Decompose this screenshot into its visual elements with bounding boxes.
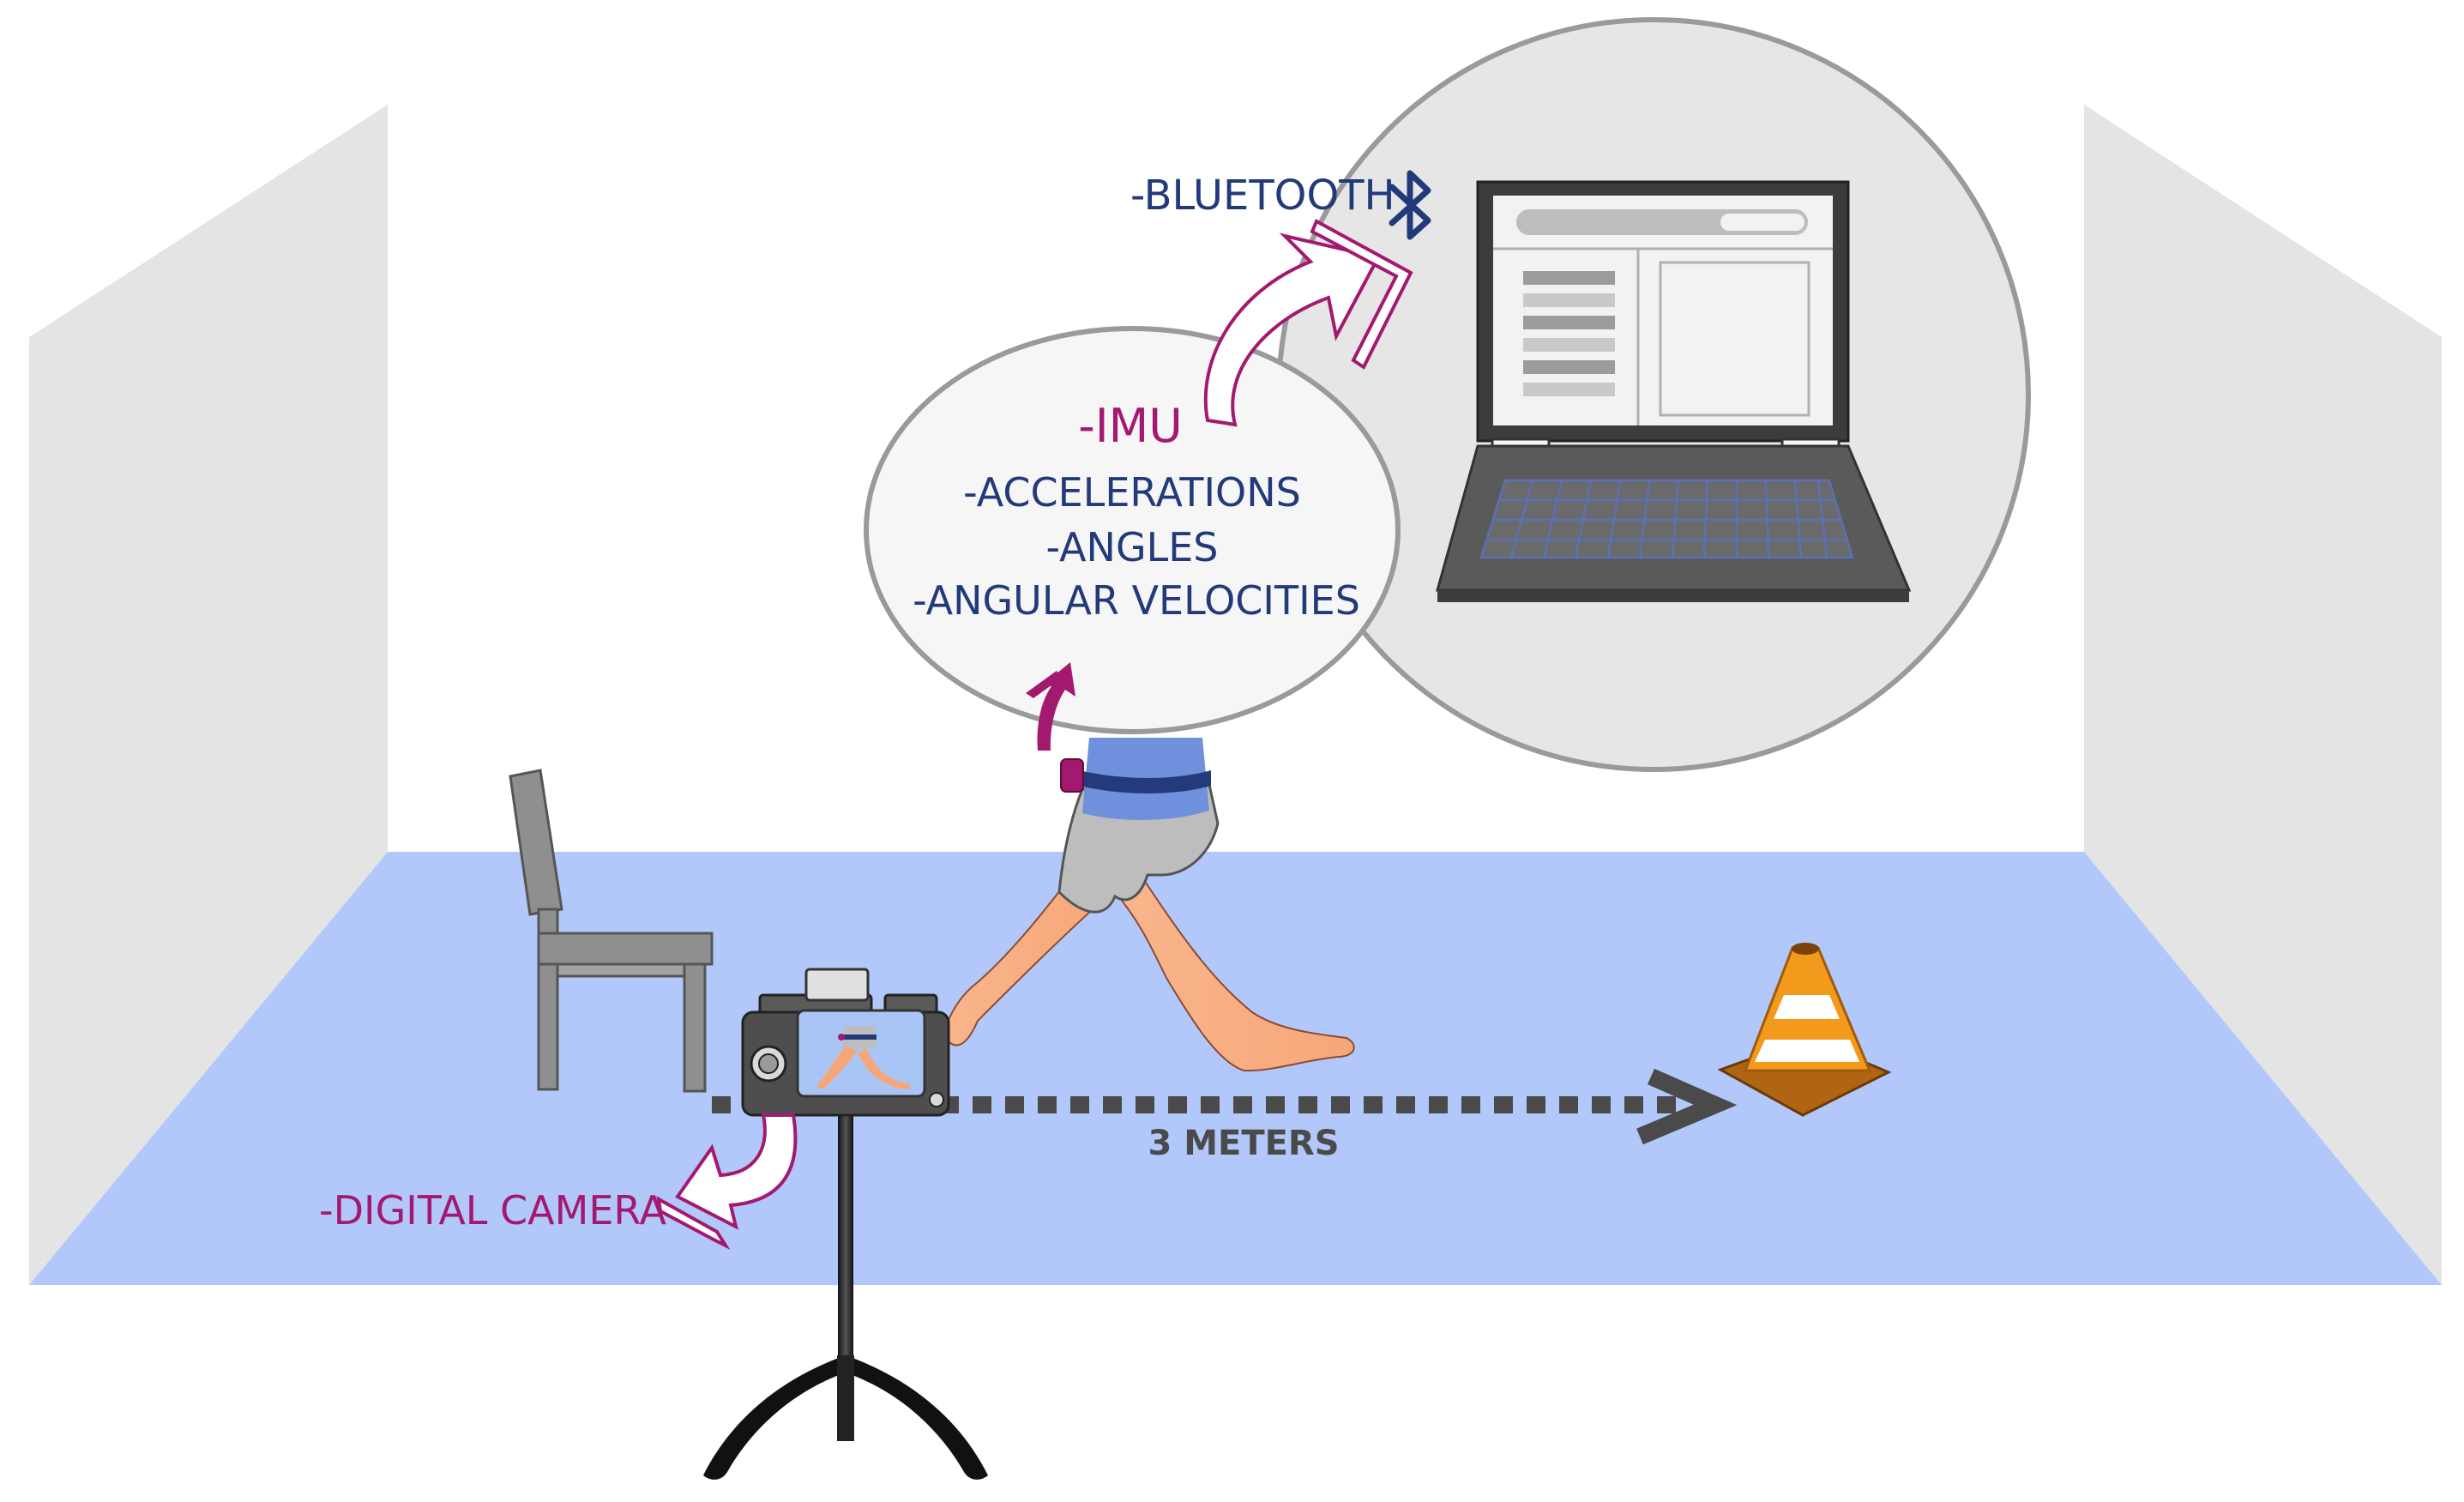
distance-path [712, 1068, 1738, 1145]
imu-data-bubble [864, 326, 1401, 734]
angles-label: -ANGLES [1045, 524, 1218, 570]
bluetooth-label: -BLUETOOTH [1130, 172, 1395, 220]
distance-label: 3 METERS [1148, 1124, 1339, 1163]
right-leg [1113, 873, 1355, 1072]
accelerations-label: -ACCELERATIONS [963, 469, 1301, 516]
left-wall [29, 105, 388, 1285]
imu-label: -IMU [1078, 399, 1183, 453]
digital-camera [741, 968, 950, 1117]
digital-camera-label: -DIGITAL CAMERA [319, 1187, 666, 1234]
right-wall [2084, 105, 2442, 1285]
angular-velocities-label: -ANGULAR VELOCITIES [913, 577, 1360, 624]
traffic-cone [1717, 943, 1892, 1117]
sensor-up-arrow [1026, 662, 1075, 751]
laptop-icon [1436, 180, 1912, 602]
belt [1079, 770, 1211, 793]
bluetooth-icon [1389, 170, 1431, 240]
imu-sensor [1060, 758, 1084, 793]
walking-person [942, 738, 1355, 1072]
chair [509, 769, 714, 1093]
imu-to-laptop-arrow [1203, 219, 1413, 427]
path-arrowhead [1636, 1068, 1738, 1145]
camera-tripod [703, 1108, 988, 1480]
camera-label-arrow [656, 1113, 798, 1250]
laptop-keyboard [1479, 479, 1854, 559]
